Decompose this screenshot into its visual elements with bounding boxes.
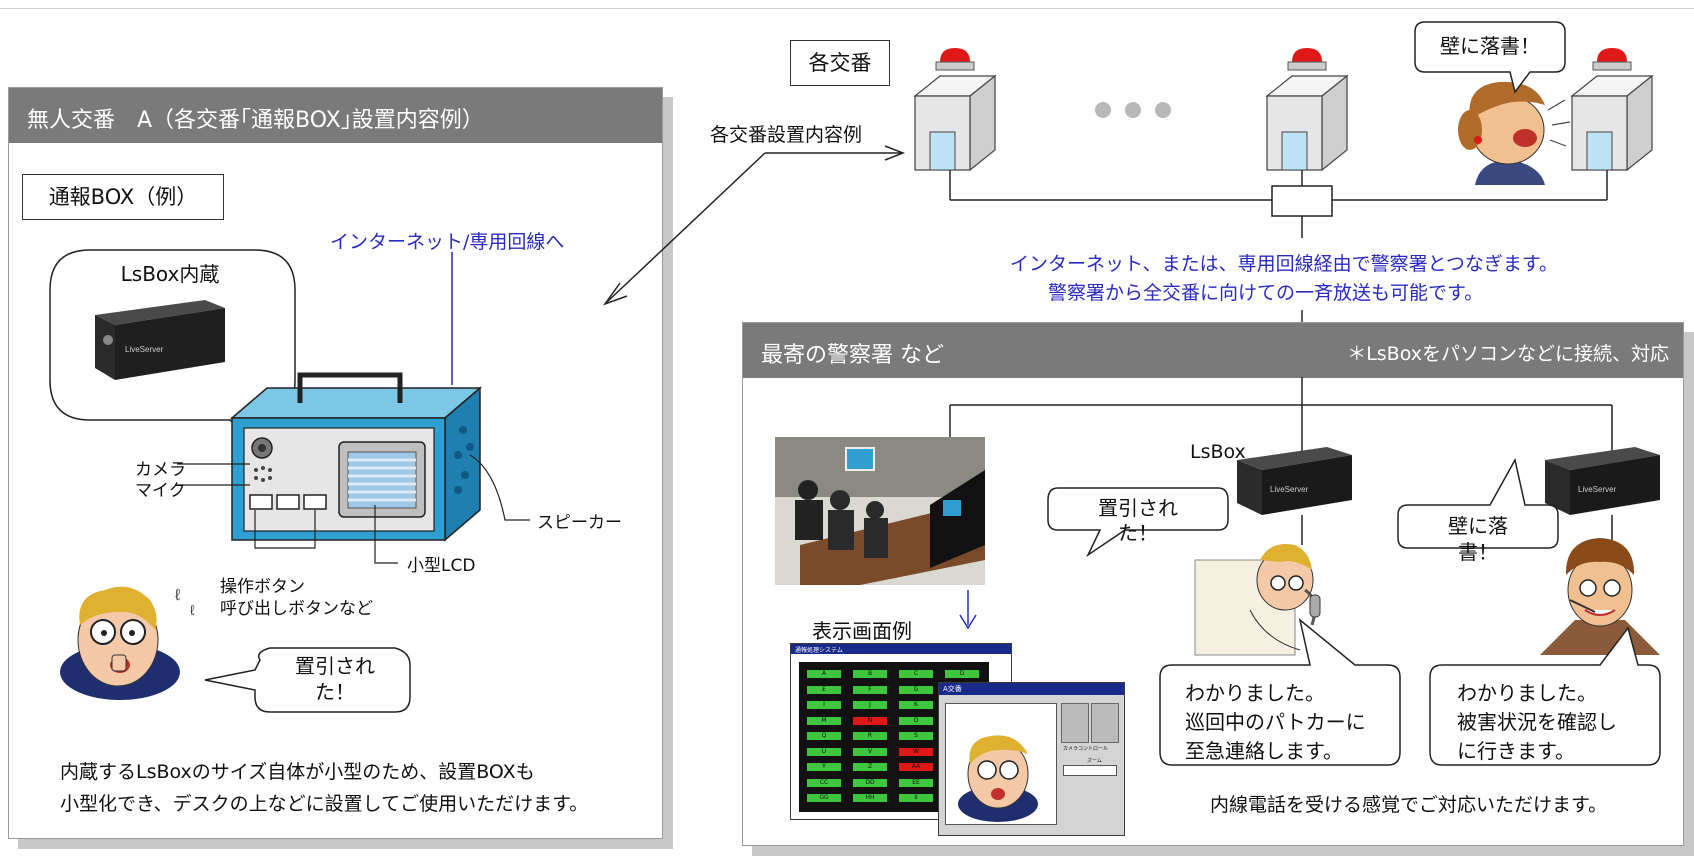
status-cell[interactable]: O (899, 716, 933, 725)
svg-text:ℓ: ℓ (190, 602, 195, 618)
status-cell[interactable]: GG (807, 794, 841, 802)
status-cell[interactable]: C (899, 670, 933, 678)
reply1-line3: 至急連絡します。 (1185, 739, 1343, 763)
station-label: 各交番 (790, 40, 890, 86)
reply1-line2: 巡回中のパトカーに (1185, 710, 1366, 734)
reply2-line2: 被害状況を確認し (1457, 710, 1617, 734)
status-cell[interactable]: M (807, 716, 841, 725)
reply2-line1: わかりました。 (1457, 681, 1597, 705)
sub-window-title: A交番 (943, 685, 962, 693)
status-cell[interactable]: J (853, 701, 887, 709)
main-window-title: 通報処理システム (795, 647, 843, 654)
network-note-line2: 警察署から全交番に向けての一斉放送も可能です。 (1048, 282, 1484, 304)
right-panel-title: 最寄の警察署 など (761, 343, 944, 368)
video-frame (945, 703, 1057, 825)
status-cell[interactable]: E (807, 685, 841, 694)
lsbox-device-1: LiveServer (1237, 447, 1352, 515)
lsbox-device-2: LiveServer (1545, 447, 1660, 515)
network-note-line1: インターネット、または、専用回線経由で警察署とつなぎます。 (1010, 253, 1558, 275)
status-cell[interactable]: W (899, 747, 933, 756)
zoom-slider[interactable] (1063, 765, 1117, 776)
sub-window-titlebar: A交番 (939, 683, 1124, 695)
right-footer: 内線電話を受ける感覚でご対応いただけます。 (1210, 794, 1608, 816)
status-cell[interactable]: V (853, 747, 887, 756)
caller1-line2: た！ (1118, 521, 1158, 545)
right-panel-header: 最寄の警察署 など ＊LsBoxをパソコンなどに接続、対応 (743, 323, 1683, 378)
lsbox-label: LsBox (1190, 441, 1246, 463)
status-cell[interactable]: HH (853, 794, 887, 802)
svg-text:ℓ: ℓ (175, 587, 180, 604)
camera-control-panel: カメラコントロール ズーム (1061, 703, 1119, 828)
status-cell[interactable]: AA (899, 763, 933, 771)
status-cell[interactable]: Q (807, 732, 841, 740)
setup-example-label: 各交番設置内容例 (710, 124, 863, 146)
label-lcd: 小型LCD (407, 556, 476, 576)
reply1-line1: わかりました。 (1185, 681, 1325, 705)
svg-text:LiveServer: LiveServer (125, 345, 164, 354)
right-panel-note: ＊LsBoxをパソコンなどに接続、対応 (1347, 343, 1669, 365)
caller1-line1: 置引され (1098, 496, 1178, 520)
zoom-label: ズーム (1087, 758, 1102, 764)
svg-text:LiveServer: LiveServer (1270, 485, 1309, 494)
status-cell[interactable]: K (899, 701, 933, 709)
officer-headset-illustration (1540, 538, 1660, 655)
label-mic: マイク (135, 481, 186, 501)
worried-man-illustration: ℓ ℓ (60, 586, 195, 700)
victim-bubble-line1: 置引され (295, 654, 375, 678)
status-cell[interactable]: D (945, 670, 979, 678)
internet-note: インターネット/専用回線へ (330, 231, 565, 253)
status-cell[interactable]: F (853, 685, 887, 694)
status-cell[interactable]: B (853, 670, 887, 678)
status-cell[interactable]: EE (899, 778, 933, 787)
screen-example-sub-window: A交番 カメラコントロール ズーム (938, 682, 1125, 836)
status-cell[interactable]: N (853, 716, 887, 725)
status-cell[interactable]: CC (807, 778, 841, 787)
lsbox-bubble-label: LsBox内蔵 (120, 262, 220, 286)
graffiti-bubble-text: 壁に落書！ (1440, 34, 1540, 58)
status-cell[interactable]: U (807, 747, 841, 756)
reply2-line3: に行きます。 (1457, 739, 1575, 763)
label-call-buttons: 呼び出しボタンなど (220, 599, 373, 619)
camera-preview-2 (1091, 703, 1119, 743)
caller2-line1: 壁に落 (1448, 514, 1508, 538)
police-box-1 (913, 48, 997, 172)
label-camera: カメラ (135, 460, 186, 480)
shouting-woman-illustration (1458, 81, 1571, 185)
status-cell[interactable]: II (899, 794, 933, 802)
camera-preview-1 (1061, 703, 1089, 743)
label-speaker: スピーカー (537, 513, 622, 533)
camera-control-label: カメラコントロール (1063, 746, 1109, 752)
status-cell[interactable]: I (807, 701, 841, 709)
label-buttons: 操作ボタン (220, 577, 305, 597)
status-cell[interactable]: Z (853, 763, 887, 771)
top-divider (0, 0, 1694, 9)
caller2-line2: 書！ (1458, 540, 1498, 564)
left-footer-line2: 小型化でき、デスクの上などに設置してご使用いただけます。 (60, 793, 589, 815)
left-panel-title: 無人交番 A（各交番｢通報BOX｣設置内容例） (27, 108, 484, 133)
report-box-title: 通報BOX（例） (22, 174, 224, 220)
status-cell[interactable]: S (899, 732, 933, 740)
left-panel-header: 無人交番 A（各交番｢通報BOX｣設置内容例） (9, 88, 662, 143)
police-box-2 (1265, 48, 1349, 172)
display-example-label: 表示画面例 (812, 619, 912, 643)
status-cell[interactable]: A (807, 670, 841, 678)
victim-bubble-line2: た！ (315, 680, 355, 704)
left-footer-line1: 内蔵するLsBoxのサイズ自体が小型のため、設置BOXも (60, 761, 535, 783)
status-cell[interactable]: DD (853, 778, 887, 787)
video-frame-illustration (958, 735, 1038, 822)
meeting-room-illustration (775, 437, 985, 585)
svg-text:LiveServer: LiveServer (1578, 485, 1617, 494)
status-cell[interactable]: R (853, 732, 887, 740)
main-window-titlebar: 通報処理システム (791, 644, 1011, 654)
status-cell[interactable]: Y (807, 763, 841, 771)
officer-on-phone-illustration (1194, 544, 1321, 656)
police-box-3 (1570, 48, 1654, 172)
status-cell[interactable]: G (899, 685, 933, 694)
